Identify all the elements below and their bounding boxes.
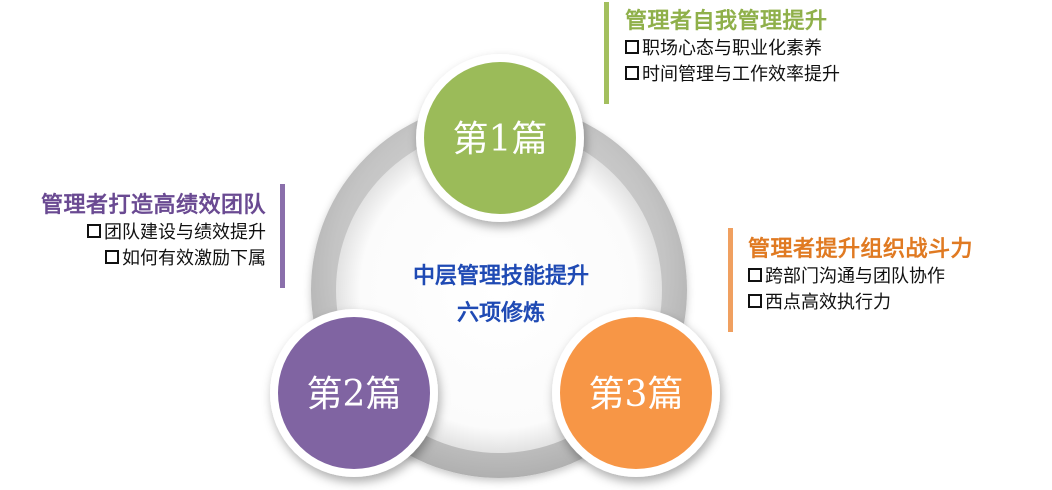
section-1-item-1-text: 职场心态与职业化素养 bbox=[642, 38, 822, 59]
section-3-item-2: 西点高效执行力 bbox=[748, 290, 973, 316]
chapter-1-fill bbox=[424, 62, 576, 214]
chapter-3-node: 第3篇 bbox=[552, 309, 720, 477]
section-3-item-1: 跨部门沟通与团队协作 bbox=[748, 264, 973, 290]
section-1-item-2-text: 时间管理与工作效率提升 bbox=[642, 64, 840, 85]
checkbox-icon bbox=[87, 224, 101, 238]
section-1-item-2: 时间管理与工作效率提升 bbox=[625, 62, 840, 88]
chapter-1-node: 第1篇 bbox=[416, 54, 584, 222]
center-title-line1: 中层管理技能提升 bbox=[413, 263, 589, 289]
section-2-title: 管理者打造高绩效团队 bbox=[40, 193, 266, 218]
chapter-2-label: 第2篇 bbox=[307, 374, 402, 415]
section-2-item-2: 如何有效激励下属 bbox=[41, 246, 266, 272]
section-2-item-1: 团队建设与绩效提升 bbox=[41, 220, 266, 246]
section-3-item-1-text: 跨部门沟通与团队协作 bbox=[765, 266, 945, 287]
center-title-line2: 六项修炼 bbox=[457, 300, 545, 326]
section-2-content: 管理者打造高绩效团队 团队建设与绩效提升 如何有效激励下属 bbox=[41, 184, 285, 272]
chapter-3-fill bbox=[560, 317, 712, 469]
section-team-building: 管理者打造高绩效团队 团队建设与绩效提升 如何有效激励下属 bbox=[41, 184, 285, 288]
section-1-accent-bar bbox=[604, 2, 609, 104]
section-3-title: 管理者提升组织战斗力 bbox=[748, 237, 974, 262]
section-organization-power: 管理者提升组织战斗力 跨部门沟通与团队协作 西点高效执行力 bbox=[728, 228, 973, 332]
section-self-management: 管理者自我管理提升 职场心态与职业化素养 时间管理与工作效率提升 bbox=[604, 2, 840, 104]
checkbox-icon bbox=[625, 40, 639, 54]
checkbox-icon bbox=[748, 268, 762, 282]
section-3-accent-bar bbox=[728, 228, 733, 332]
section-1-item-1: 职场心态与职业化素养 bbox=[625, 36, 840, 62]
section-2-item-1-text: 团队建设与绩效提升 bbox=[104, 222, 266, 243]
chapter-2-node: 第2篇 bbox=[270, 309, 438, 477]
section-3-item-2-text: 西点高效执行力 bbox=[765, 292, 891, 313]
chapter-3-label: 第3篇 bbox=[589, 374, 684, 415]
checkbox-icon bbox=[625, 66, 639, 80]
section-2-item-2-text: 如何有效激励下属 bbox=[122, 248, 266, 269]
section-1-content: 管理者自我管理提升 职场心态与职业化素养 时间管理与工作效率提升 bbox=[604, 2, 840, 88]
section-2-accent-bar bbox=[280, 184, 285, 288]
chapter-2-fill bbox=[278, 317, 430, 469]
checkbox-icon bbox=[105, 250, 119, 264]
chapter-1-label: 第1篇 bbox=[453, 119, 548, 160]
section-1-title: 管理者自我管理提升 bbox=[625, 9, 828, 34]
checkbox-icon bbox=[748, 294, 762, 308]
section-3-content: 管理者提升组织战斗力 跨部门沟通与团队协作 西点高效执行力 bbox=[728, 228, 973, 316]
